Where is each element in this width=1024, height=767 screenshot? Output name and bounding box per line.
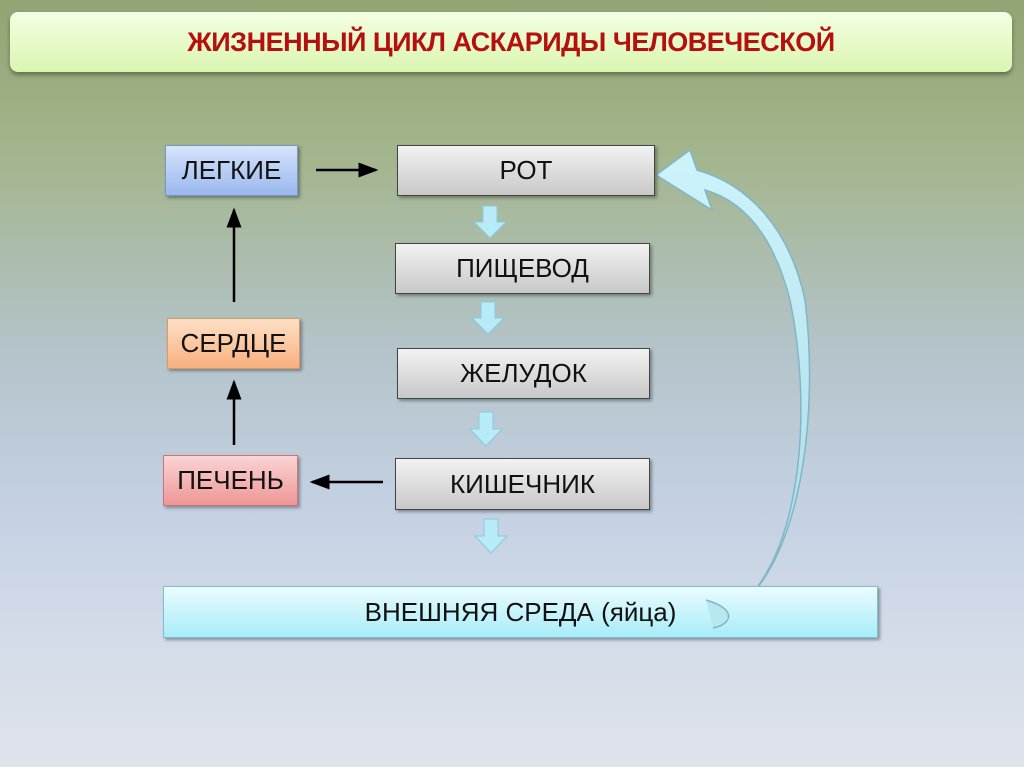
curved-return-arrow bbox=[654, 148, 811, 623]
down-arrow-icon bbox=[468, 411, 504, 447]
node-esophagus: ПИЩЕВОД bbox=[395, 243, 650, 294]
down-arrow-icon bbox=[472, 205, 508, 239]
down-arrow-icon bbox=[473, 518, 509, 554]
node-intestine: КИШЕЧНИК bbox=[395, 458, 650, 510]
slide-title: ЖИЗНЕННЫЙ ЦИКЛ АСКАРИДЫ ЧЕЛОВЕЧЕСКОЙ bbox=[10, 12, 1012, 72]
node-liver: ПЕЧЕНЬ bbox=[163, 455, 298, 506]
node-environment: ВНЕШНЯЯ СРЕДА (яйца) bbox=[163, 586, 878, 638]
node-stomach: ЖЕЛУДОК bbox=[397, 348, 650, 399]
node-heart: СЕРДЦЕ bbox=[167, 318, 300, 369]
down-arrow-icon bbox=[470, 301, 506, 335]
node-mouth: РОТ bbox=[397, 145, 655, 196]
node-lungs: ЛЕГКИЕ bbox=[165, 145, 298, 196]
